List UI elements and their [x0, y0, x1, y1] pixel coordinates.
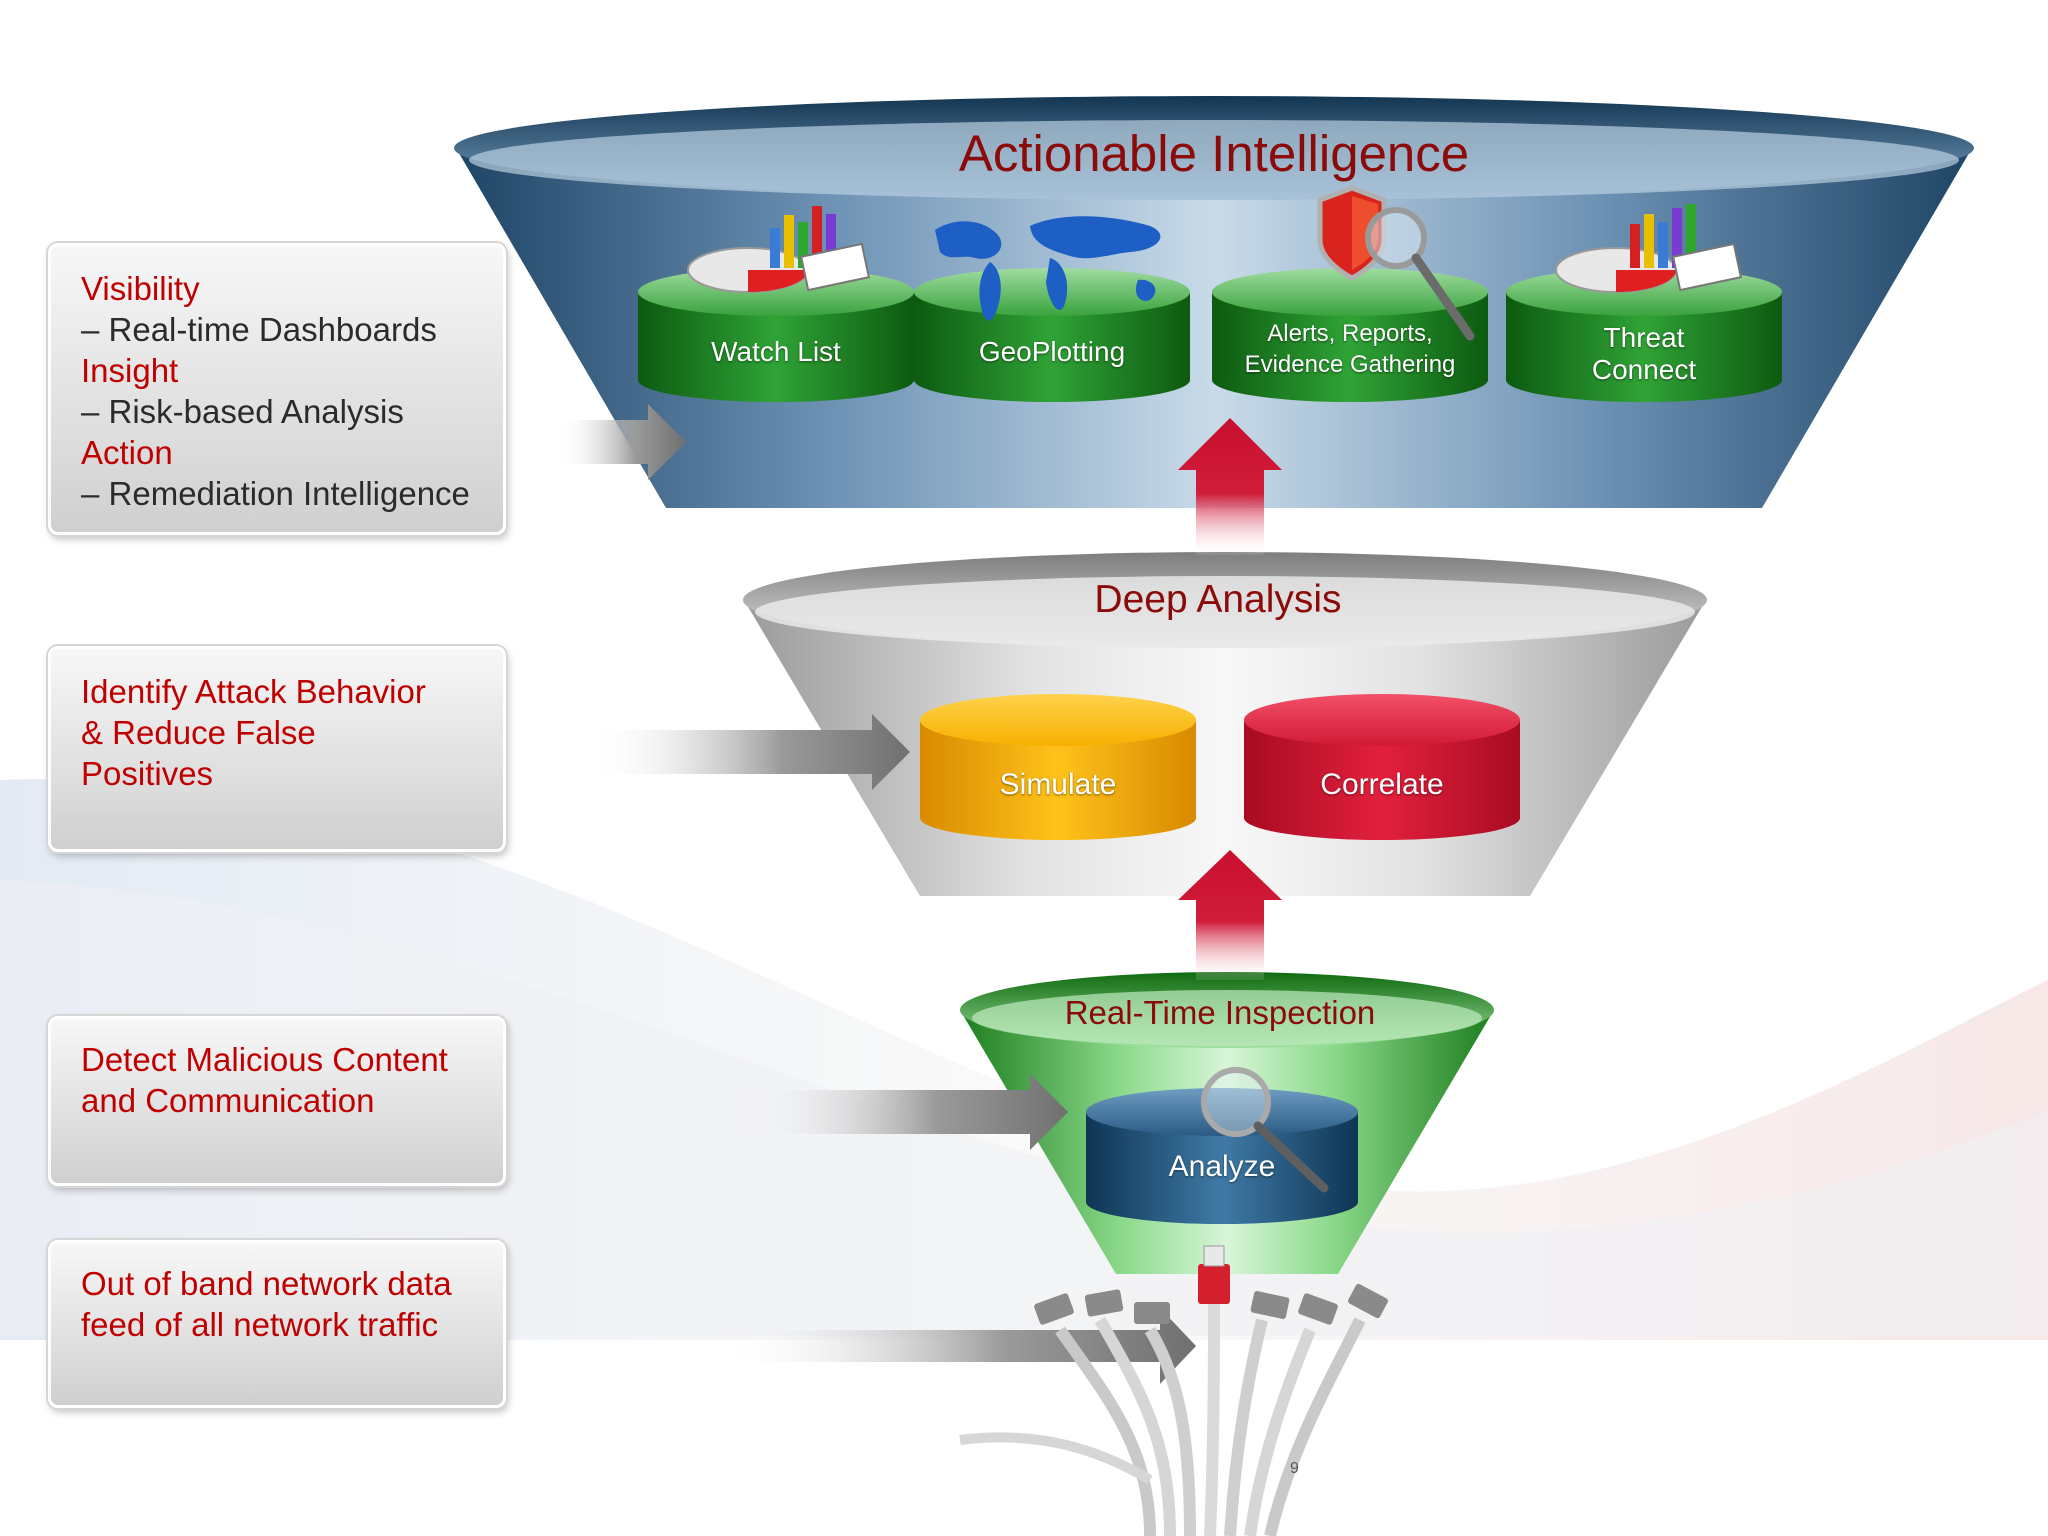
- panel-1-line-3: Insight: [81, 352, 179, 389]
- red-up-arrow-bottom-to-middle: [1178, 850, 1282, 980]
- network-cables-icon: [959, 1245, 1388, 1536]
- panel-visibility-insight-action: Visibility – Real-time Dashboards Insigh…: [48, 243, 506, 535]
- pie-bar-chart-icon: [687, 206, 871, 293]
- panel-4-line-2: feed of all network traffic: [81, 1306, 439, 1343]
- drum-simulate: [920, 694, 1196, 840]
- panel-1-line-4: – Risk-based Analysis: [81, 393, 404, 430]
- panel-1-line-1: Visibility: [81, 270, 200, 307]
- drum-label-correlate: Correlate: [1320, 768, 1444, 801]
- drum-alerts-reports: [1212, 268, 1488, 402]
- real-time-inspection-title: Real-Time Inspection: [1064, 994, 1376, 1031]
- drum-correlate: [1244, 694, 1520, 840]
- drum-label-alerts-line-2: Evidence Gathering: [1244, 351, 1456, 378]
- drum-label-watch-list: Watch List: [711, 336, 841, 367]
- deep-analysis-title: Deep Analysis: [1094, 578, 1342, 621]
- drum-label-analyze: Analyze: [1168, 1150, 1276, 1183]
- panel-out-of-band-network-data: Out of band network data feed of all net…: [48, 1240, 506, 1408]
- panel-1-line-5: Action: [81, 434, 173, 471]
- panel-1-line-6: – Remediation Intelligence: [81, 475, 470, 512]
- panel-3-line-1: Detect Malicious Content: [81, 1041, 448, 1078]
- red-up-arrow-middle-to-top: [1178, 418, 1282, 555]
- drum-label-simulate: Simulate: [999, 768, 1117, 801]
- panel-2-line-3: Positives: [81, 755, 214, 792]
- magnifier-icon: [1201, 1067, 1329, 1193]
- world-map-icon: [935, 216, 1161, 321]
- gray-arrow-3: [740, 1074, 1068, 1150]
- gray-arrow-4: [720, 1308, 1196, 1384]
- panel-detect-malicious-content: Detect Malicious Content and Communicati…: [48, 1016, 506, 1186]
- panel-4-line-1: Out of band network data: [81, 1265, 452, 1302]
- panel-2-line-1: Identify Attack Behavior: [81, 673, 426, 710]
- gray-arrow-1: [560, 404, 686, 480]
- drum-analyze: [1086, 1088, 1358, 1224]
- drum-label-threat-line-2: Connect: [1591, 354, 1697, 385]
- drum-label-alerts-line-1: Alerts, Reports,: [1267, 320, 1433, 347]
- drum-label-threat-line-1: Threat: [1603, 322, 1685, 353]
- page-number: 9: [1290, 1460, 1299, 1477]
- drum-label-threat-connect: Threat Connect: [1506, 322, 1782, 386]
- pie-bar-chart-icon-2: [1555, 204, 1743, 293]
- panel-1-line-2: – Real-time Dashboards: [81, 311, 437, 348]
- shield-magnifier-icon: [1317, 185, 1475, 341]
- panel-identify-attack-behavior: Identify Attack Behavior & Reduce False …: [48, 646, 506, 852]
- panel-2-line-2: & Reduce False: [81, 714, 316, 751]
- panel-3-line-2: and Communication: [81, 1082, 375, 1119]
- drum-label-alerts-reports: Alerts, Reports, Evidence Gathering: [1212, 318, 1488, 380]
- drum-label-geoplotting: GeoPlotting: [978, 336, 1126, 367]
- actionable-intelligence-title: Actionable Intelligence: [958, 125, 1470, 182]
- gray-arrow-2: [590, 714, 910, 790]
